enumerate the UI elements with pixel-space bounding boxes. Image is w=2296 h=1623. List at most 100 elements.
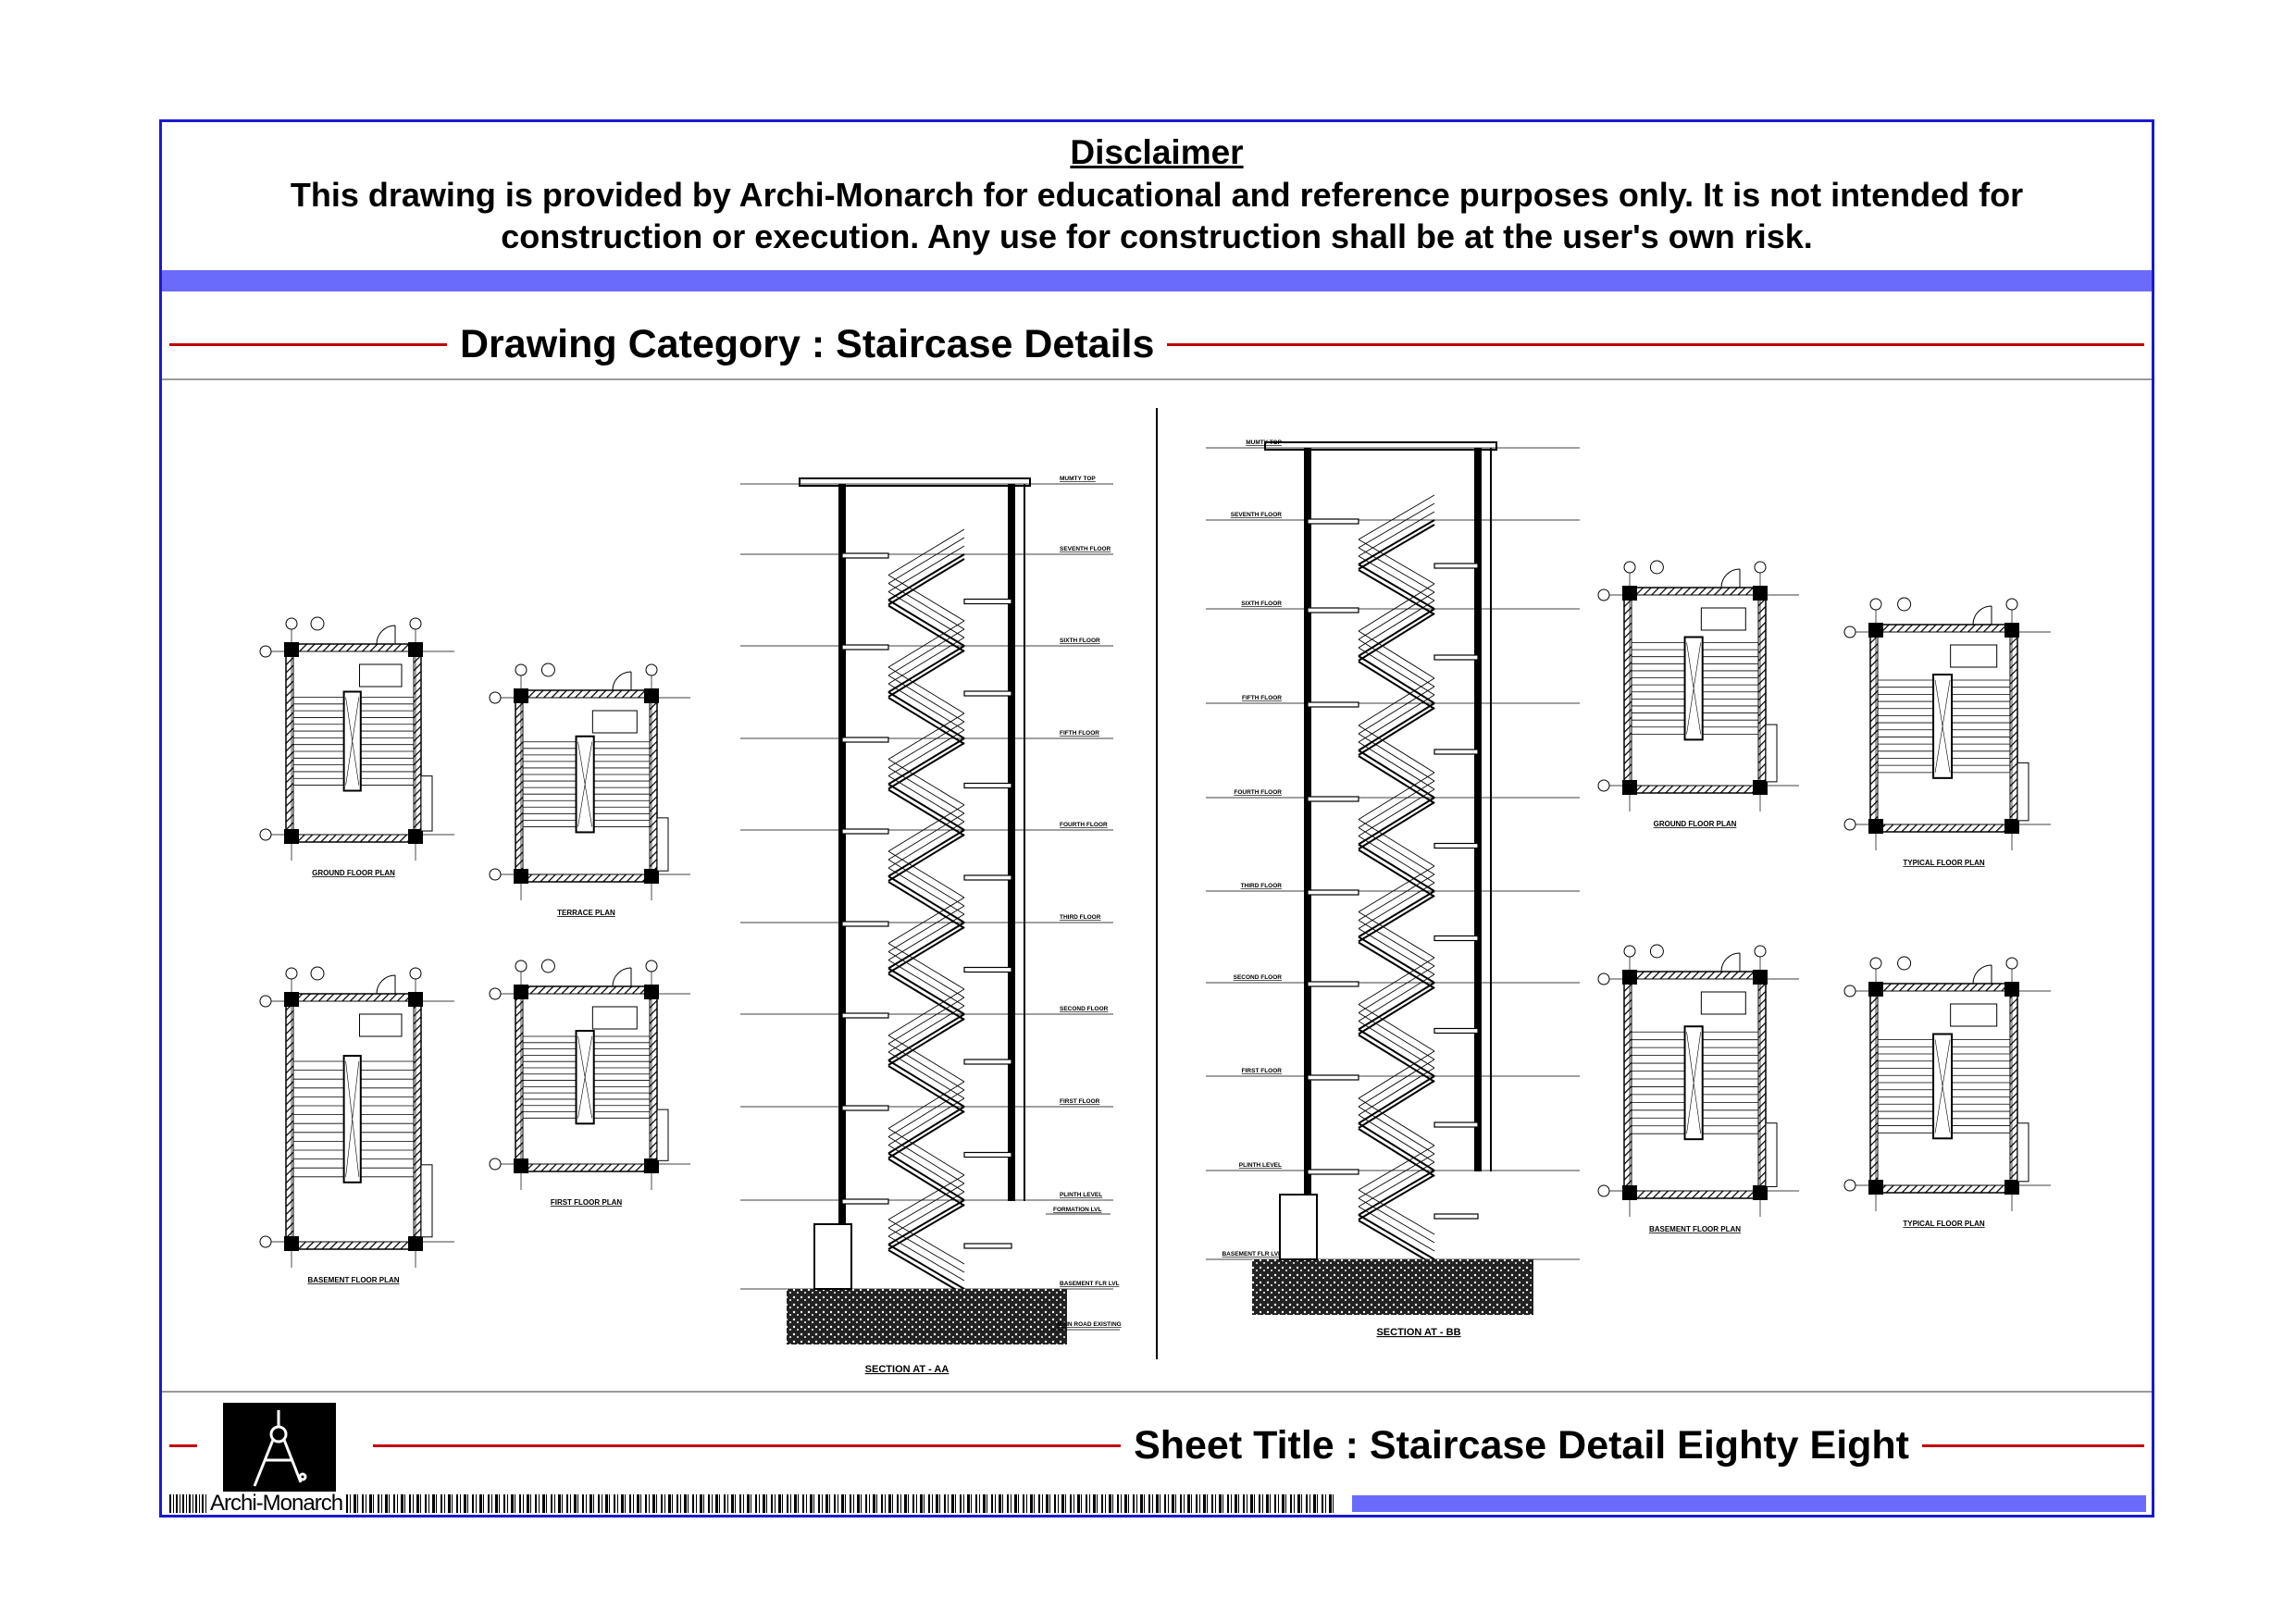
grid-bubble (645, 663, 658, 676)
well-cross (345, 697, 360, 786)
handrail (1358, 1197, 1435, 1244)
mid-landing (1433, 563, 1479, 569)
level-label: FIFTH FLOOR (1060, 730, 1099, 737)
rule-line (1167, 342, 2144, 346)
handrail (887, 637, 965, 685)
lift-door (813, 1223, 852, 1290)
mid-landing (1433, 654, 1479, 661)
sheet-title: Sheet Title : Staircase Detail Eighty Ei… (1134, 1422, 1909, 1468)
window (1765, 1122, 1778, 1187)
stair-flight (887, 599, 965, 652)
handrail (887, 683, 965, 731)
brand-name: Archi-Monarch (210, 1491, 343, 1516)
stair-flight (1358, 797, 1435, 850)
stair-flight (887, 1013, 965, 1066)
grid-bubble (409, 967, 422, 980)
handrail (887, 1043, 965, 1091)
door-swing (612, 671, 632, 691)
stair-flight (1358, 1122, 1435, 1177)
handrail (1358, 836, 1435, 884)
floor-landing (1307, 607, 1359, 613)
handrail (1358, 600, 1435, 649)
level-label: FIFTH FLOOR (1242, 695, 1282, 701)
floor-landing (841, 828, 889, 835)
handrail (887, 775, 965, 823)
handrail (1358, 511, 1435, 557)
handrail (887, 1128, 965, 1176)
level-label: SECOND FLOOR (1060, 1006, 1109, 1012)
well-cross (1934, 679, 1951, 773)
level-label: FIRST FLOOR (1060, 1098, 1100, 1105)
handrail (887, 988, 965, 1036)
window (656, 817, 669, 872)
stair-plan: TYPICAL FLOOR PLAN (1843, 956, 2051, 1228)
section-marker (540, 663, 555, 677)
stair-plan: GROUND FLOOR PLAN (1597, 560, 1799, 828)
stair-flight (1358, 843, 1435, 898)
stair-flight (887, 783, 965, 836)
handrail (887, 628, 965, 676)
grid-bubble (259, 828, 272, 841)
mid-landing (963, 874, 1012, 881)
stair-plan: FIRST FLOOR PLAN (489, 959, 690, 1207)
handrail (887, 721, 965, 768)
handrail (887, 666, 965, 714)
plan-title: TYPICAL FLOOR PLAN (1903, 1220, 1985, 1228)
grid-bubble (285, 967, 298, 980)
grid-bubble (1597, 1184, 1610, 1197)
mid-landing (1433, 1027, 1479, 1035)
section-marker (310, 616, 325, 631)
handrail (1358, 920, 1435, 967)
stair-flight (887, 967, 965, 1021)
door-swing (376, 974, 396, 995)
sheet-title-row: Sheet Title : Staircase Detail Eighty Ei… (169, 1418, 2144, 1473)
rule-line (169, 342, 447, 346)
level-label: FOURTH FLOOR (1060, 822, 1108, 828)
handrail (1358, 1161, 1435, 1208)
handrail (1358, 1050, 1435, 1099)
stair-flight (1358, 935, 1435, 989)
disclaimer-text: This drawing is provided by Archi-Monarc… (290, 176, 2024, 255)
level-label: SECOND FLOOR (1234, 974, 1283, 981)
header-band (162, 270, 2152, 291)
stair-flight (887, 1199, 965, 1250)
stair-flight (887, 1106, 965, 1159)
handrail (1358, 638, 1435, 688)
rule-line (373, 1443, 1122, 1447)
handrail (1358, 547, 1435, 593)
handrail (1358, 677, 1435, 726)
formation-level-label: FORMATION LVL (1053, 1207, 1102, 1213)
lift-door (1279, 1194, 1318, 1260)
floor-landing (841, 644, 889, 650)
mid-landing (963, 782, 1012, 789)
grid-bubble (2005, 957, 2018, 970)
section-marker (1649, 944, 1664, 959)
section-wall (1008, 484, 1015, 1201)
mid-landing (1433, 842, 1479, 849)
stair-spec-box (591, 710, 638, 734)
grid-bubble (285, 617, 298, 630)
handrail (1358, 1004, 1435, 1052)
handrail (1358, 1145, 1435, 1191)
section-bb-title: SECTION AT - BB (1376, 1327, 1460, 1338)
stair-flight (1358, 1028, 1435, 1083)
handrail (887, 1235, 965, 1282)
handrail (1358, 1021, 1435, 1069)
floor-landing (1307, 701, 1359, 708)
grid-bubble (1754, 561, 1767, 574)
handrail (887, 620, 965, 668)
handrail (1358, 973, 1435, 1022)
plan-title: GROUND FLOOR PLAN (312, 869, 395, 877)
handrail (887, 1227, 965, 1273)
barcode-decoration (169, 1494, 206, 1513)
handrail (1358, 694, 1435, 743)
handrail (887, 859, 965, 907)
handrail (1358, 741, 1435, 790)
handrail (1358, 1189, 1435, 1235)
handrail (887, 575, 965, 622)
level-label: MUMTY TOP (1246, 440, 1282, 446)
stair-spec-box (359, 1013, 403, 1037)
well-cross (577, 741, 593, 827)
grid-bubble (409, 617, 422, 630)
